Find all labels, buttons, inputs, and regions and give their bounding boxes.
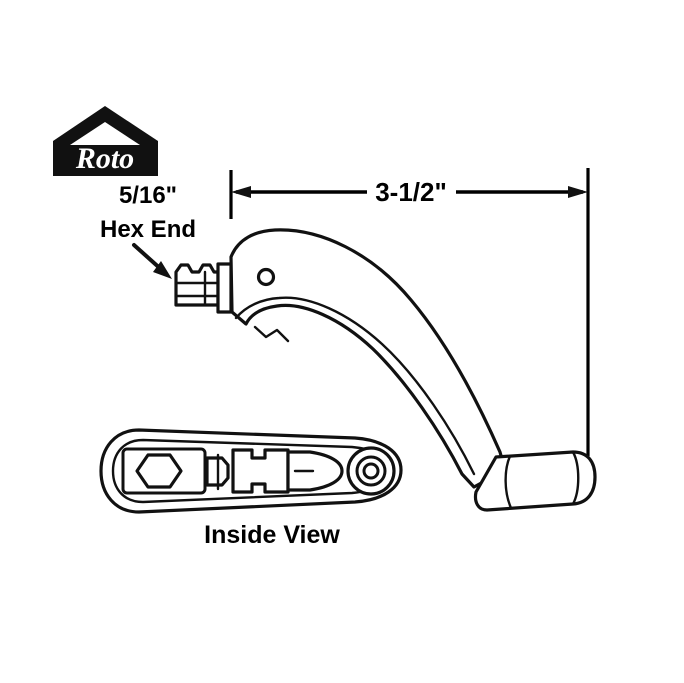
side-profile-view	[174, 228, 597, 512]
length-dimension-label: 3-1/2"	[375, 177, 447, 207]
logo-wordmark: Roto	[75, 142, 134, 175]
hex-end-label: Hex End	[100, 216, 196, 243]
dimension-arrowhead-left	[231, 186, 251, 198]
inside-view-drawing: Inside View	[99, 428, 403, 549]
screw-hole	[256, 267, 276, 287]
hex-socket	[135, 453, 183, 489]
dimension-arrowhead-right	[568, 186, 588, 198]
inside-view-label: Inside View	[204, 521, 340, 549]
roto-logo: Roto	[53, 106, 158, 176]
hex-end-arrow-icon	[132, 243, 172, 279]
inside-view-mechanism	[205, 448, 344, 494]
hex-shaft-end	[174, 262, 233, 314]
mechanism-keyway	[231, 448, 290, 494]
knob-end-cap-line	[571, 450, 580, 506]
hex-size-label: 5/16"	[119, 182, 177, 209]
grip-knob	[473, 450, 597, 512]
mechanism-wedge	[286, 450, 344, 492]
handle-notch-detail	[253, 325, 290, 343]
logo-inner-triangle	[70, 122, 140, 145]
knob-seam-line	[504, 454, 513, 510]
pivot-boss	[346, 446, 396, 496]
handle-arm-inner-contour	[234, 296, 476, 476]
overall-length-dimension: 3-1/2"	[229, 168, 590, 456]
